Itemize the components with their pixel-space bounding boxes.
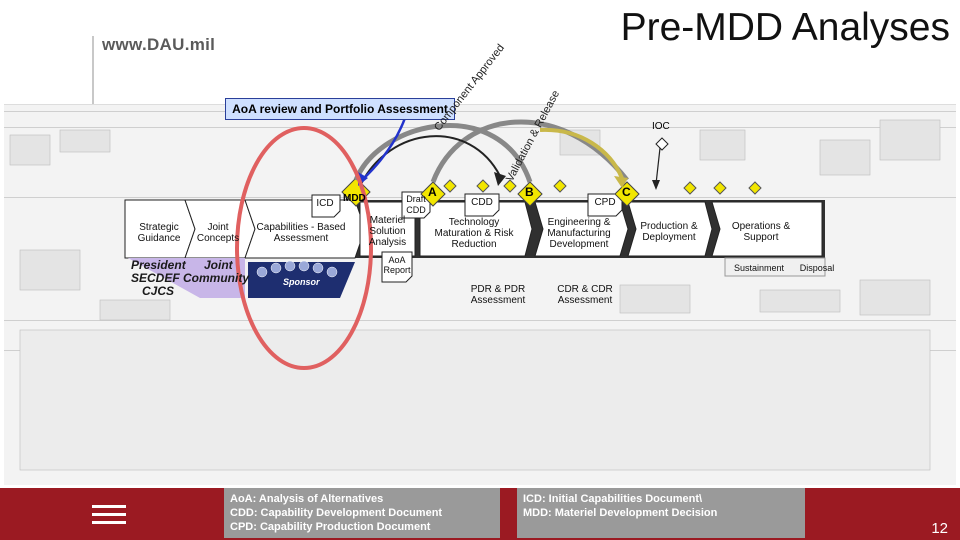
- legend-right-line: MDD: Materiel Development Decision: [523, 507, 718, 519]
- os-2: Support: [743, 232, 779, 243]
- joint-label: Joint: [204, 258, 233, 272]
- sponsor-seals: [256, 260, 338, 278]
- icd-doc: [311, 194, 341, 218]
- site-url[interactable]: www.DAU.mil: [102, 35, 216, 54]
- milestone-b: [517, 181, 543, 207]
- milestone-a: [420, 181, 446, 207]
- page-number: 12: [931, 520, 948, 537]
- draft-cdd-line1: Draft: [406, 194, 426, 204]
- aoa-report-line1: AoA: [388, 255, 406, 265]
- msa-2: Solution: [369, 226, 406, 237]
- arrow-to-cpd: [539, 127, 624, 179]
- background-boxes: [9, 119, 941, 471]
- cdr-1: CDR & CDR: [557, 284, 613, 295]
- phase-os: [711, 201, 823, 257]
- cpd-label: CPD: [594, 197, 616, 208]
- joint-community-shape: [128, 258, 245, 298]
- page-title: Pre-MDD Analyses: [620, 6, 950, 49]
- phase-pd: [627, 201, 713, 257]
- legend-left: AoA: Analysis of Alternatives CDD: Capab…: [224, 488, 500, 538]
- pd-1: Production &: [640, 221, 698, 232]
- milestone-c: [614, 181, 640, 207]
- ioc-label: IOC: [652, 121, 670, 132]
- sustainment-label: Sustainment: [733, 263, 785, 273]
- strategic-guidance-1: Strategic: [139, 222, 179, 233]
- emd-2: Manufacturing: [547, 228, 611, 239]
- strategic-guidance-2: Guidance: [137, 233, 181, 244]
- small-diamonds: [443, 179, 762, 195]
- legend-right: ICD: Initial Capabilities Document\ MDD:…: [517, 488, 805, 538]
- tmrr-1: Technology: [448, 217, 500, 228]
- milestone-b-label: B: [525, 185, 534, 199]
- joint-concepts-2: Concepts: [196, 233, 240, 244]
- draft-cdd-line2: CDD: [406, 205, 426, 215]
- cba-2: Assessment: [273, 233, 329, 244]
- legend-right-line: ICD: Initial Capabilities Document\: [523, 493, 703, 505]
- blue-review-arrow: [361, 117, 407, 181]
- legend-left-line: CDD: Capability Development Document: [230, 507, 443, 519]
- mdd-label: MDD: [343, 193, 366, 204]
- legend-left-line: CPD: Capability Production Document: [230, 521, 431, 533]
- header-divider: [92, 36, 94, 104]
- arrow-mdd-b: [353, 123, 533, 183]
- pdr-2: Assessment: [470, 295, 526, 306]
- cdd-label: CDD: [471, 197, 493, 208]
- legend-left-line: AoA: Analysis of Alternatives: [230, 493, 384, 505]
- emd-3: Development: [549, 239, 609, 250]
- tmrr-3: Reduction: [451, 239, 497, 250]
- pdr-1: PDR & PDR: [470, 284, 526, 295]
- highlight-circle: [235, 126, 373, 370]
- msa-1: Materiel: [369, 215, 406, 226]
- menu-icon[interactable]: [92, 505, 126, 525]
- pd-2: Deployment: [642, 232, 696, 243]
- arrow-a-c: [430, 119, 629, 183]
- arrow-mdd-cdd: [359, 135, 501, 187]
- aoa-review-box: AoA review and Portfolio Assessment: [225, 98, 455, 120]
- aoa-report-doc: [381, 251, 413, 283]
- os-1: Operations &: [731, 221, 791, 232]
- cjcs-label: CJCS: [142, 284, 175, 298]
- ioc-pointer: [655, 147, 661, 185]
- disposal-label: Disposal: [799, 263, 835, 273]
- sponsor-label: Sponsor: [283, 277, 320, 287]
- joint-concepts-1: Joint: [207, 222, 229, 233]
- cdd-doc: [464, 193, 500, 217]
- milestone-a-label: A: [428, 185, 437, 199]
- emd-1: Engineering &: [547, 217, 611, 228]
- phase-tmrr: [419, 201, 533, 257]
- ioc-marker: [655, 137, 669, 151]
- secdef-label: SECDEF Community: [131, 271, 250, 285]
- aoa-report-line2: Report: [383, 265, 411, 275]
- sustainment-band: [724, 257, 826, 277]
- tmrr-2: Maturation & Risk: [434, 228, 514, 239]
- president-label: President: [131, 258, 186, 272]
- icd-label: ICD: [316, 198, 334, 209]
- msa-3: Analysis: [368, 237, 407, 248]
- milestone-c-label: C: [622, 185, 631, 199]
- cdr-2: Assessment: [557, 295, 613, 306]
- cba-1: Capabilities - Based: [256, 222, 346, 233]
